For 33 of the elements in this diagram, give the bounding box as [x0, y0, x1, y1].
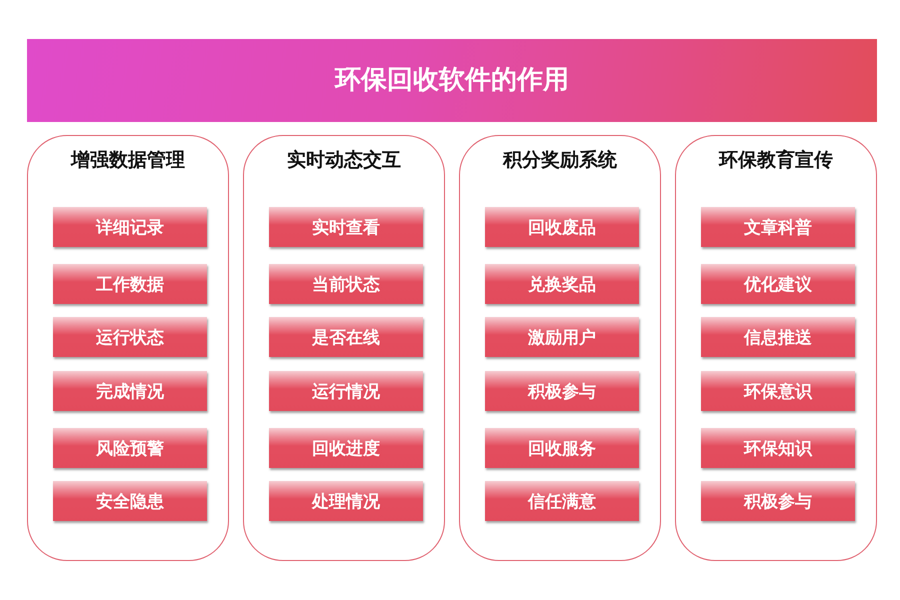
- category-panel: [459, 135, 661, 561]
- category-panel: [243, 135, 445, 561]
- category-panel: [27, 135, 229, 561]
- feature-tile: 信任满意: [485, 481, 639, 521]
- panel-heading: 增强数据管理: [71, 148, 185, 173]
- category-panel: [675, 135, 877, 561]
- feature-tile: 文章科普: [701, 207, 855, 247]
- feature-tile: 回收服务: [485, 428, 639, 468]
- feature-tile: 是否在线: [269, 317, 423, 357]
- feature-tile: 积极参与: [485, 371, 639, 411]
- feature-tile: 运行状态: [53, 317, 207, 357]
- feature-tile: 工作数据: [53, 264, 207, 304]
- feature-tile: 实时查看: [269, 207, 423, 247]
- feature-tile: 当前状态: [269, 264, 423, 304]
- feature-tile: 兑换奖品: [485, 264, 639, 304]
- feature-tile: 完成情况: [53, 371, 207, 411]
- panel-heading: 实时动态交互: [287, 148, 401, 173]
- feature-tile: 风险预警: [53, 428, 207, 468]
- feature-tile: 优化建议: [701, 264, 855, 304]
- panel-heading: 环保教育宣传: [719, 148, 833, 173]
- feature-tile: 回收进度: [269, 428, 423, 468]
- feature-tile: 环保知识: [701, 428, 855, 468]
- feature-tile: 信息推送: [701, 317, 855, 357]
- title: 环保回收软件的作用: [335, 64, 569, 96]
- feature-tile: 运行情况: [269, 371, 423, 411]
- feature-tile: 积极参与: [701, 481, 855, 521]
- feature-tile: 激励用户: [485, 317, 639, 357]
- feature-tile: 处理情况: [269, 481, 423, 521]
- feature-tile: 环保意识: [701, 371, 855, 411]
- feature-tile: 回收废品: [485, 207, 639, 247]
- panel-heading: 积分奖励系统: [503, 148, 617, 173]
- feature-tile: 安全隐患: [53, 481, 207, 521]
- feature-tile: 详细记录: [53, 207, 207, 247]
